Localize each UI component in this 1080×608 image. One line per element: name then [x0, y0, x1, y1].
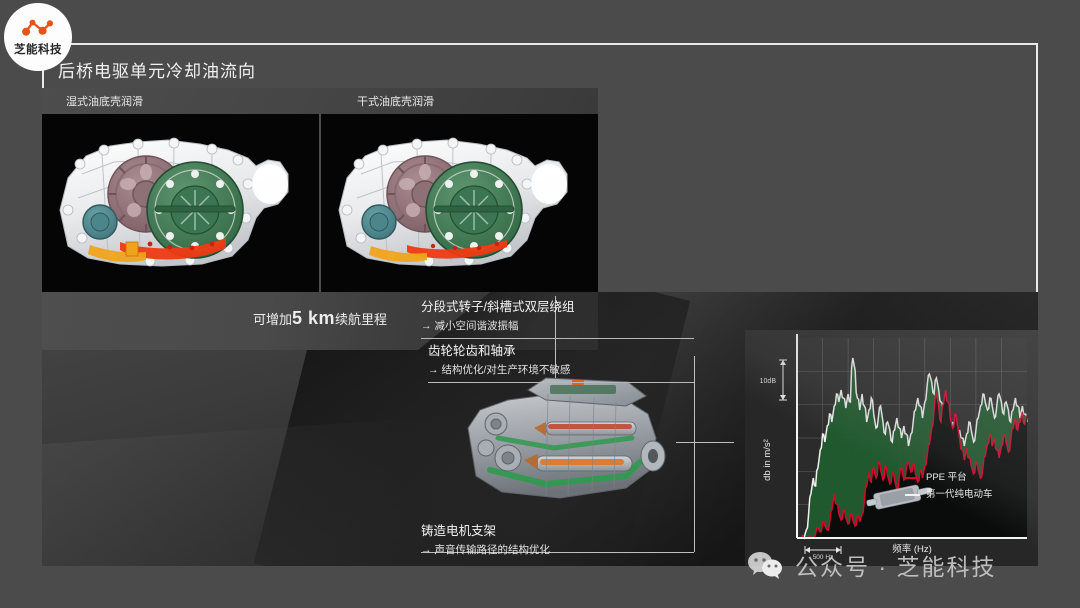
- callout-rule: [428, 382, 694, 383]
- page-title: 后桥电驱单元冷却油流向: [58, 62, 256, 81]
- range-suffix: 续航里程: [335, 312, 388, 327]
- leader-line-3-h: [421, 552, 694, 553]
- gearbox-cutaway-dry-sump: [321, 114, 598, 292]
- legend-label-gen1: 第一代纯电动车: [926, 489, 993, 500]
- range-gain-text: 可增加5 km续航里程: [42, 308, 598, 329]
- range-gain-band: 可增加5 km续航里程: [42, 292, 608, 350]
- callout-desc: →结构优化/对生产环境不敏感: [428, 362, 694, 377]
- wechat-icon: [748, 552, 782, 579]
- range-prefix: 可增加: [252, 312, 292, 327]
- legend-swatch-gen1: [905, 494, 920, 496]
- callout-gear-bearing: 齿轮轮齿和轴承 →结构优化/对生产环境不敏感: [428, 340, 694, 383]
- callout-title: 齿轮轮齿和轴承: [428, 344, 516, 358]
- chart-canvas: 10dB db in m/s² 500 Hz 频率 (Hz): [745, 330, 1038, 566]
- callout-rotor-winding: 分段式转子/斜槽式双层绕组 →减小空间谐波振幅: [421, 296, 694, 339]
- comparison-header: [42, 88, 598, 114]
- svg-text:500 Hz: 500 Hz: [813, 554, 834, 561]
- nvh-spectrum-chart: 10dB db in m/s² 500 Hz 频率 (Hz) PPE 平台 第一代纯电…: [745, 330, 1038, 566]
- callout-desc-text: 结构优化/对生产环境不敏感: [441, 364, 571, 376]
- arrow-icon: →: [421, 544, 432, 556]
- leader-line-2-h: [676, 442, 734, 443]
- chart-legend: PPE 平台 第一代纯电动车: [905, 472, 993, 506]
- arrow-icon: →: [421, 320, 432, 332]
- legend-label-ppe: PPE 平台: [926, 472, 967, 483]
- svg-text:10dB: 10dB: [760, 378, 777, 385]
- comparison-panel: 湿式油底壳润滑 干式油底壳润滑: [42, 88, 598, 292]
- svg-text:频率 (Hz): 频率 (Hz): [892, 543, 932, 555]
- callout-motor-bracket: 铸造电机支架 →声音传输路径的结构优化: [421, 520, 694, 557]
- leader-line-3-v: [694, 442, 695, 552]
- callout-desc: →减小空间谐波振幅: [421, 318, 694, 333]
- edrive-unit-cutaway: [450, 366, 680, 516]
- molecule-icon: [22, 19, 54, 36]
- callout-desc-text: 减小空间谐波振幅: [434, 320, 519, 332]
- range-value: 5 km: [291, 308, 336, 328]
- callout-rule: [421, 338, 694, 339]
- callout-desc-text: 声音传输路径的结构优化: [434, 544, 551, 556]
- caption-dry-sump: 干式油底壳润滑: [357, 96, 434, 108]
- panel-divider: [319, 114, 321, 292]
- callout-title: 铸造电机支架: [421, 524, 497, 538]
- gearbox-cutaway-wet-sump: [42, 114, 319, 292]
- legend-item-gen1: 第一代纯电动车: [905, 489, 993, 501]
- caption-wet-sump: 湿式油底壳润滑: [66, 96, 143, 108]
- callout-title: 分段式转子/斜槽式双层绕组: [421, 300, 575, 314]
- svg-text:db in m/s²: db in m/s²: [762, 439, 773, 481]
- leader-line-2-v: [694, 356, 695, 442]
- brand-logo-text: 芝能科技: [14, 42, 62, 56]
- callout-desc: →声音传输路径的结构优化: [421, 542, 694, 557]
- legend-swatch-ppe: [905, 477, 920, 479]
- arrow-icon: →: [428, 364, 439, 376]
- brand-logo: 芝能科技: [4, 3, 72, 71]
- legend-item-ppe: PPE 平台: [905, 472, 993, 484]
- wechat-watermark: 公众号 · 芝能科技: [746, 548, 996, 582]
- watermark-text: 公众号 · 芝能科技: [795, 554, 997, 580]
- leader-line-1-v: [555, 296, 556, 378]
